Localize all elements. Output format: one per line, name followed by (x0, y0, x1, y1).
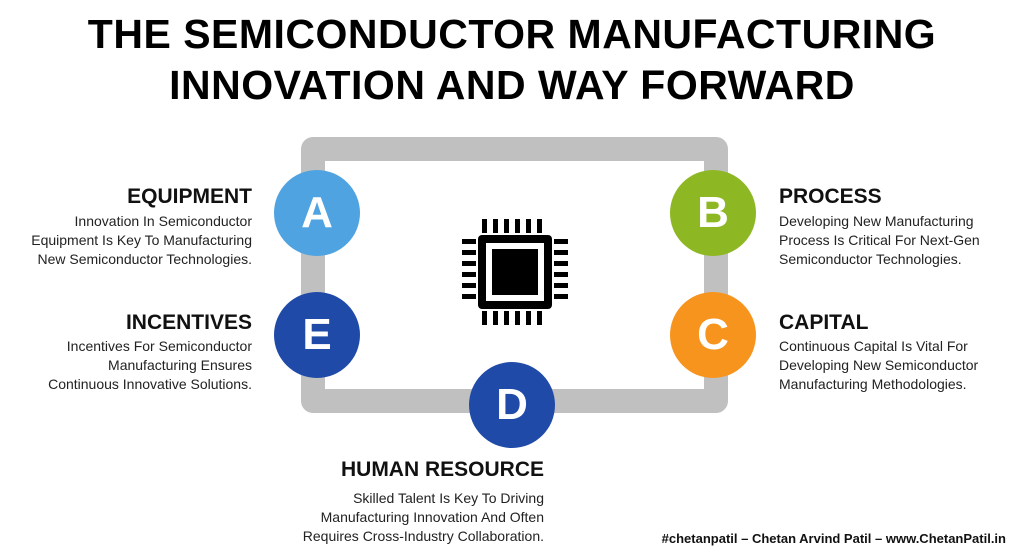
circle-c: C (670, 292, 756, 378)
page-title-line-1: THE SEMICONDUCTOR MANUFACTURING (87, 11, 937, 57)
process-heading: PROCESS (779, 185, 882, 208)
chip-pins (462, 219, 568, 325)
footer-credit: #chetanpatil – Chetan Arvind Patil – www… (661, 531, 1006, 546)
capital-heading: CAPITAL (779, 311, 869, 334)
incentives-heading: INCENTIVES (125, 311, 252, 334)
human-resource-heading: HUMAN RESOURCE (340, 458, 544, 481)
circle-b: B (670, 170, 756, 256)
chip-core (492, 249, 538, 295)
circle-e: E (274, 292, 360, 378)
equipment-heading: EQUIPMENT (127, 185, 252, 208)
circle-d: D (469, 362, 555, 448)
chip-icon (462, 219, 568, 325)
circle-a: A (274, 170, 360, 256)
page-title-line-2: INNOVATION AND WAY FORWARD (169, 62, 855, 108)
